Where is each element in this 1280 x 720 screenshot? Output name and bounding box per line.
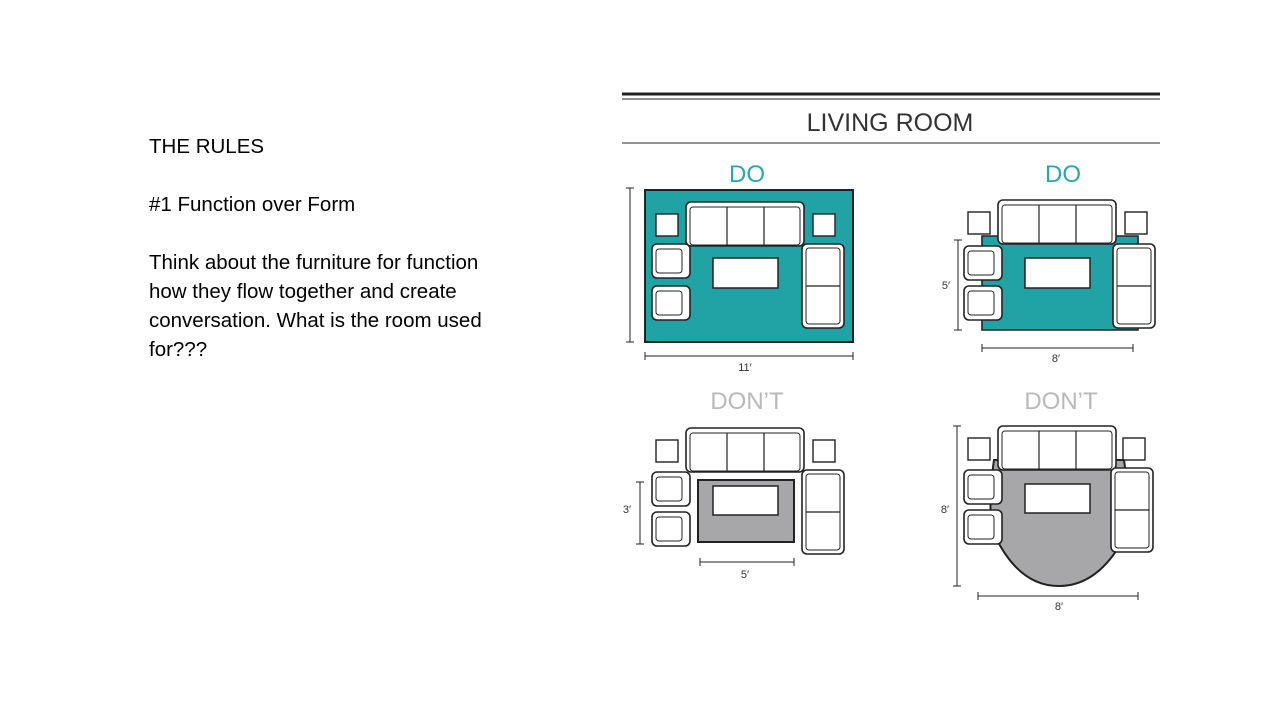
- panel-dont-round-rug: DON’T 8′ 8′: [941, 388, 1154, 613]
- body-line-4: for???: [149, 338, 208, 361]
- panel-4-height: 8′: [941, 504, 949, 516]
- panel-3-height: 3′: [623, 504, 631, 516]
- panel-1-label: DO: [729, 161, 765, 188]
- panel-dont-small-rug: DON’T 3′ 5′: [623, 388, 845, 581]
- panel-3-width: 5′: [741, 569, 749, 581]
- body-line-1: Think about the furniture for function: [149, 251, 479, 274]
- panel-3-label: DON’T: [710, 388, 784, 415]
- panel-2-label: DO: [1045, 161, 1081, 188]
- figure-title: LIVING ROOM: [807, 109, 974, 137]
- heading: THE RULES: [149, 135, 265, 158]
- living-room-rug-diagram: LIVING ROOM DO 11′ DO: [618, 86, 1164, 626]
- panel-4-width: 8′: [1055, 601, 1063, 613]
- body-line-2: how they flow together and create: [149, 280, 457, 303]
- panel-do-front-legs: DO 5′ 8′: [942, 161, 1156, 365]
- body-line-3: conversation. What is the room used: [149, 309, 482, 332]
- panel-1-width: 11′: [738, 362, 751, 374]
- panel-do-large-rug: DO 11′: [626, 161, 854, 374]
- rule-title: #1 Function over Form: [149, 193, 356, 216]
- panel-4-label: DON’T: [1024, 388, 1098, 415]
- slide-text: THE RULES #1 Function over Form Think ab…: [149, 132, 549, 364]
- diagram-svg: LIVING ROOM DO 11′ DO: [622, 92, 1160, 613]
- panel-2-width: 8′: [1052, 353, 1060, 365]
- panel-2-height: 5′: [942, 280, 950, 292]
